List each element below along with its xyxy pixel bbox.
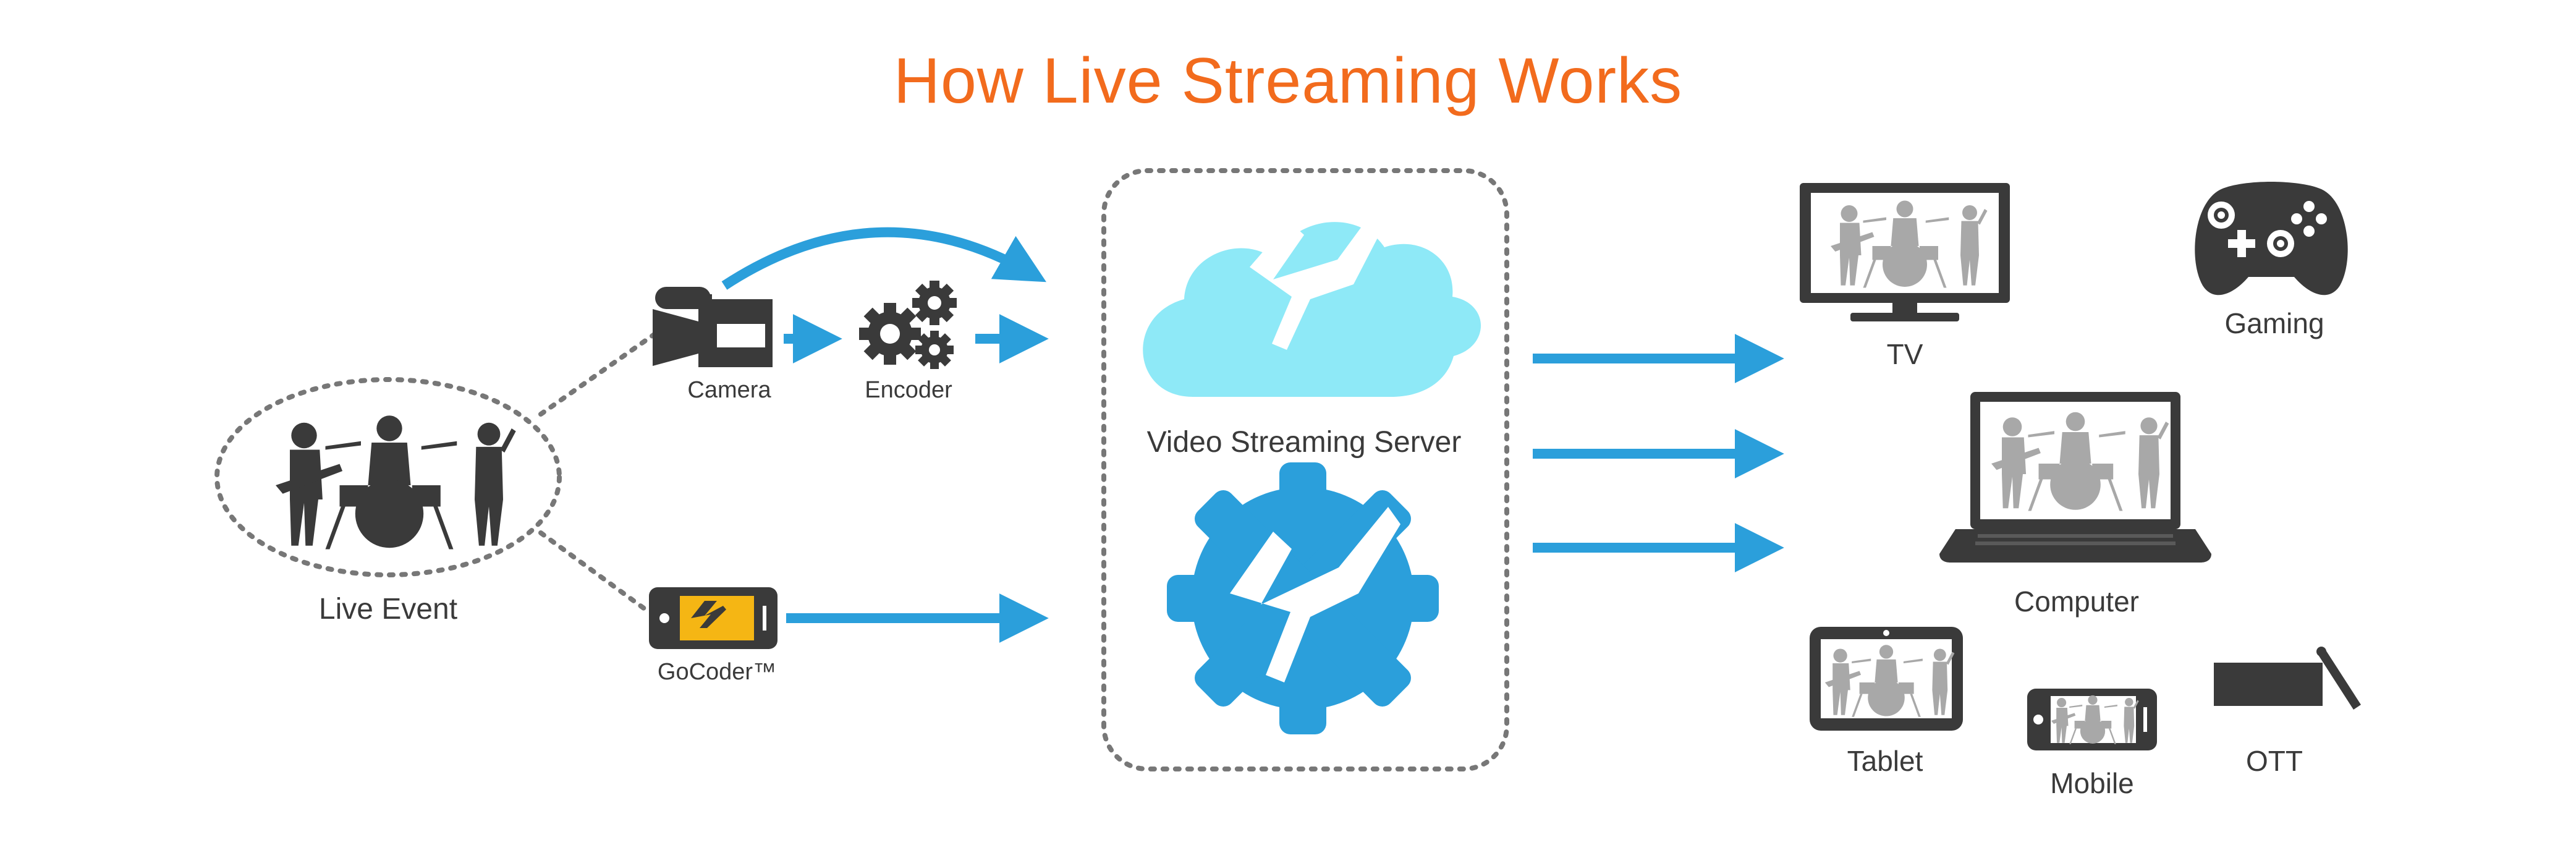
label-live-event: Live Event — [318, 593, 458, 626]
label-video-streaming-server: Video Streaming Server — [1146, 426, 1462, 459]
ott-box-icon — [2214, 647, 2361, 710]
arrow-camera-to-server — [721, 227, 1046, 290]
live-event-node — [214, 377, 562, 577]
laptop-icon — [1939, 392, 2211, 563]
label-gocoder: GoCoder™ — [657, 659, 777, 685]
label-mobile: Mobile — [2050, 767, 2134, 799]
label-computer: Computer — [2014, 585, 2139, 618]
camera-icon — [653, 287, 773, 367]
label-tablet: Tablet — [1847, 745, 1923, 777]
tv-icon — [1800, 183, 2010, 321]
game-controller-icon — [2195, 182, 2348, 295]
label-camera: Camera — [687, 377, 771, 403]
band-icon — [276, 415, 516, 550]
tablet-icon — [1810, 627, 1963, 731]
label-ott: OTT — [2246, 745, 2303, 777]
connector-to-gocoder — [538, 530, 651, 614]
live-event-ellipse — [214, 377, 562, 577]
label-encoder: Encoder — [865, 377, 952, 403]
gocoder-phone-icon — [649, 587, 777, 649]
server-gear-logo-icon — [1167, 462, 1439, 734]
label-tv: TV — [1886, 338, 1923, 370]
encoder-gears-icon — [859, 281, 957, 369]
mobile-phone-icon — [2027, 689, 2157, 750]
connector-to-camera — [538, 331, 658, 417]
cloud-icon — [1143, 204, 1481, 397]
label-gaming: Gaming — [2224, 307, 2324, 339]
diagram-title: How Live Streaming Works — [893, 45, 1683, 117]
server-box — [1101, 168, 1509, 771]
